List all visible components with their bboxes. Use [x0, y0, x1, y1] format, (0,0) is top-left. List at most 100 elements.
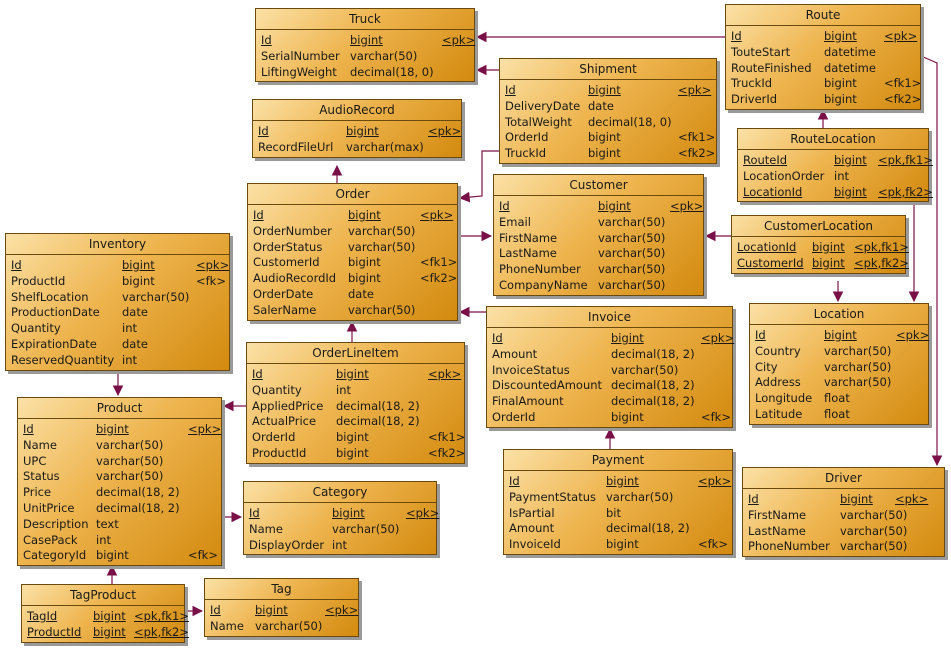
column-type: bigint — [834, 184, 867, 199]
column-name: AppliedPrice — [252, 398, 324, 413]
column-key: <pk> — [678, 83, 712, 97]
column-type: varchar(50) — [96, 469, 164, 484]
column-type: varchar(50) — [824, 359, 892, 374]
entity-title: Payment — [504, 450, 732, 471]
column-name: ProductId — [27, 624, 82, 639]
column-key: <pk,fk1> — [854, 240, 909, 254]
entity-title: Invoice — [487, 307, 732, 328]
column-type: decimal(18, 0) — [588, 114, 672, 129]
column-name: IsPartial — [509, 505, 555, 520]
column-type: bigint — [336, 367, 369, 381]
column-key: <fk1> — [678, 130, 716, 145]
column-type: int — [96, 532, 111, 547]
column-type: varchar(50) — [840, 539, 908, 554]
column-type: varchar(50) — [611, 362, 679, 377]
column-name: FirstName — [748, 507, 807, 522]
column-name: OrderId — [492, 409, 536, 424]
column-type: varchar(50) — [96, 437, 164, 452]
column-type: date — [122, 305, 148, 320]
column-key: <pk> — [406, 506, 440, 520]
column-type: int — [122, 321, 137, 336]
column-key: <fk2> — [678, 146, 716, 161]
column-name: DriverId — [731, 92, 778, 107]
entity-title: RouteLocation — [738, 129, 928, 150]
entity-title: TagProduct — [22, 585, 184, 606]
column-key: <pk,fk2> — [878, 184, 933, 199]
column-type: int — [332, 537, 347, 552]
entity-title: Location — [750, 304, 928, 325]
column-type: decimal(18, 2) — [606, 521, 690, 536]
entity-title: Category — [244, 482, 436, 503]
column-name: UPC — [23, 453, 47, 468]
column-type: varchar(50) — [350, 48, 418, 63]
column-name: Id — [499, 199, 510, 213]
entity-title: Driver — [743, 468, 944, 489]
column-type: bigint — [588, 130, 621, 145]
column-type: int — [336, 382, 351, 397]
column-type: decimal(18, 0) — [350, 64, 434, 79]
column-name: Price — [23, 485, 52, 500]
column-row: PhoneNumber varchar(50) — [743, 539, 944, 555]
column-type: bigint — [824, 328, 857, 342]
column-name: DiscountedAmount — [492, 378, 603, 393]
column-name: LiftingWeight — [261, 64, 337, 79]
column-name: Country — [755, 343, 801, 358]
column-name: Quantity — [11, 321, 61, 336]
column-name: Name — [23, 437, 57, 452]
column-name: ExpirationDate — [11, 336, 97, 351]
column-type: varchar(50) — [332, 521, 400, 536]
column-name: PhoneNumber — [748, 539, 830, 554]
column-key: <pk> — [428, 124, 462, 138]
